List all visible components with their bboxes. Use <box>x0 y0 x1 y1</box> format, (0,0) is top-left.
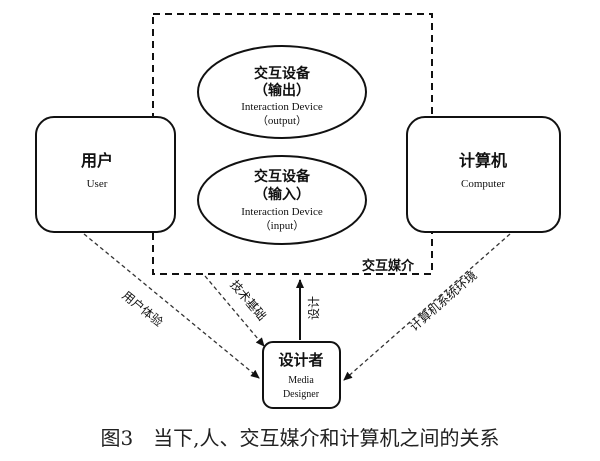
computer-node: 计算机 Computer <box>406 116 561 233</box>
designer-en-sub: Designer <box>283 389 320 400</box>
input-device-zh: 交互设备 <box>254 168 311 185</box>
design-label: 设计 <box>307 296 321 320</box>
input-device-zh-sub: （输入） <box>254 186 310 203</box>
user-node: 用户 User <box>35 116 176 233</box>
input-device-node: 交互设备 （输入） Interaction Device （input） <box>197 155 367 245</box>
output-device-en-sub: （output） <box>257 114 307 127</box>
interaction-medium-label: 交互媒介 <box>362 258 415 274</box>
tech-basis-label: 技术基础 <box>227 278 269 324</box>
figure-caption: 图3 当下,人、交互媒介和计算机之间的关系 <box>100 426 499 450</box>
computer-zh: 计算机 <box>459 151 507 170</box>
computer-en: Computer <box>461 178 505 190</box>
designer-en: Media <box>288 375 314 386</box>
user-experience-label: 用户体验 <box>119 288 166 330</box>
designer-node: 设计者 Media Designer <box>262 341 341 409</box>
input-device-en-sub: （input） <box>260 219 305 232</box>
user-experience-arrow <box>83 233 260 379</box>
computer-env-label: 计算机系统环境 <box>406 267 479 333</box>
output-device-zh: 交互设备 <box>254 65 311 82</box>
user-en: User <box>87 178 108 190</box>
input-device-en: Interaction Device <box>241 206 323 218</box>
computer-env-arrow <box>343 233 511 381</box>
designer-zh: 设计者 <box>278 351 323 369</box>
user-zh: 用户 <box>81 151 113 170</box>
output-device-node: 交互设备 （输出） Interaction Device （output） <box>197 45 367 139</box>
tech-basis-arrow <box>204 275 265 347</box>
output-device-en: Interaction Device <box>241 101 323 113</box>
output-device-zh-sub: （输出） <box>254 82 310 99</box>
